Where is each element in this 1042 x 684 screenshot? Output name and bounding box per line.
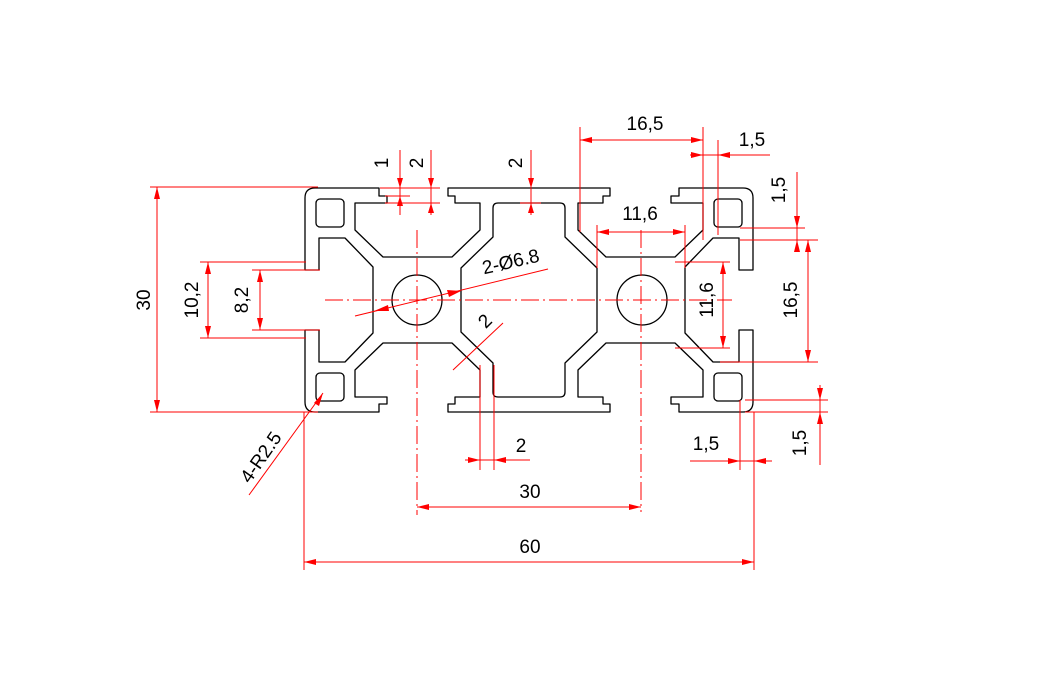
dim-core-width: 11,6 [622, 204, 658, 225]
dim-top-1-5: 1,5 [739, 130, 765, 151]
dim-height-total: 30 [134, 289, 155, 310]
dim-diag-wall: 2 [474, 310, 496, 332]
dim-width-total: 60 [519, 537, 540, 558]
dimension-lines [150, 127, 828, 570]
dim-right-bottom-1-5: 1,5 [790, 430, 811, 456]
dimension-arrows [154, 137, 823, 565]
dim-lip-2: 2 [407, 158, 428, 169]
dim-slot-outer: 10,2 [182, 282, 203, 319]
dim-top-wall: 2 [506, 158, 527, 169]
dim-right-16-5: 16,5 [781, 282, 802, 319]
dim-right-1-5: 1,5 [769, 177, 790, 203]
dim-pitch: 30 [519, 482, 540, 503]
dim-lip-1: 1 [372, 158, 393, 169]
dimension-labels: 30 10,2 8,2 1 2 2 16,5 1,5 11,6 1,5 16,5… [134, 114, 811, 558]
dim-hole: 2-Ø6.8 [480, 246, 541, 280]
dim-top-16-5: 16,5 [627, 114, 664, 135]
dim-slot-inner: 8,2 [232, 287, 253, 313]
dim-bottom-1-5: 1,5 [693, 434, 719, 455]
center-lines [325, 230, 732, 515]
dim-bottom-wall: 2 [516, 436, 527, 457]
dim-core-height: 11,6 [697, 282, 718, 318]
